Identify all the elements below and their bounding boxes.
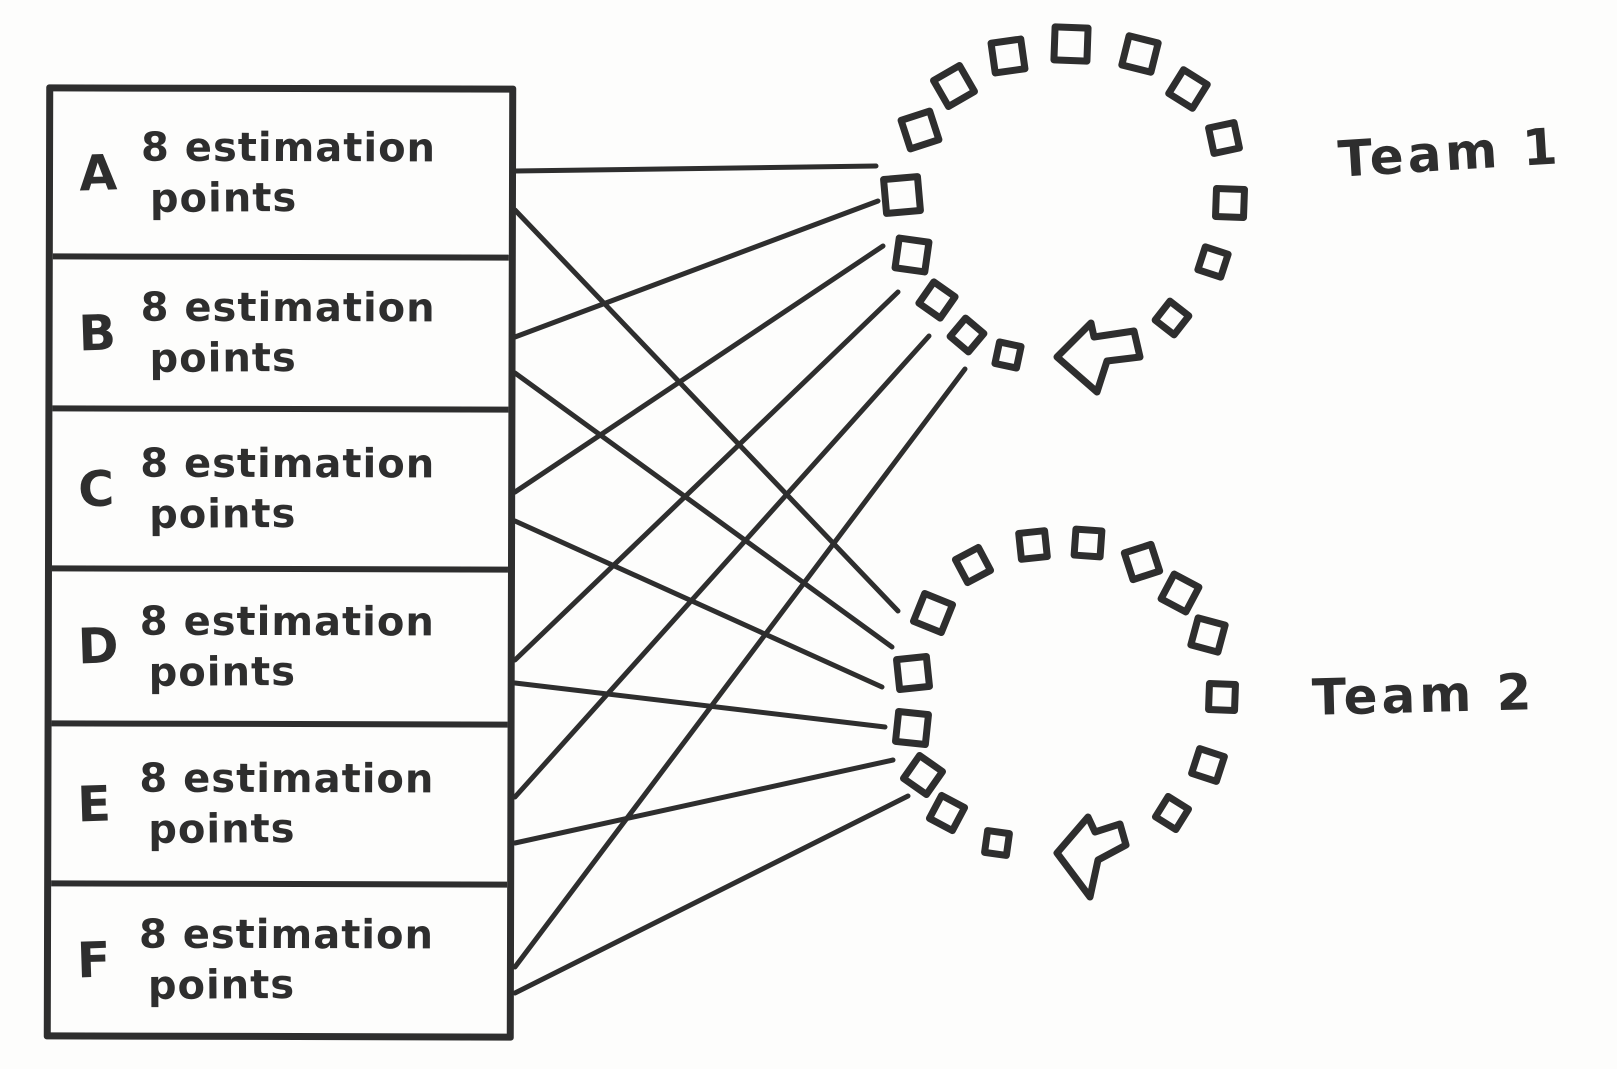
row-letter: E — [76, 774, 112, 834]
row-text-line1: 8 estimation — [141, 124, 437, 172]
team2-member-square — [1157, 570, 1203, 616]
connection-line — [512, 757, 896, 846]
team2-member-square — [1188, 745, 1228, 785]
team2-member-square — [1187, 614, 1229, 656]
connection-line — [512, 370, 895, 650]
team2-member-square — [1120, 540, 1164, 584]
row-text-line2: points — [147, 962, 296, 1009]
team1-member-square — [1050, 23, 1092, 65]
team2-member-square — [909, 589, 957, 637]
row-text-line1: 8 estimation — [139, 598, 435, 645]
team1-member-square — [946, 314, 988, 356]
team2-member-square — [1015, 527, 1051, 563]
connection-line — [512, 289, 901, 663]
team2-member-square — [981, 827, 1013, 859]
table-row: D 8 estimation points — [51, 571, 508, 728]
row-letter: B — [77, 303, 117, 363]
team2-rotation-arrow-icon — [1053, 813, 1130, 901]
team2-member-square — [892, 708, 932, 748]
row-text-line1: 8 estimation — [140, 440, 436, 488]
team2-member-square — [1070, 525, 1106, 561]
table-row: E 8 estimation points — [51, 726, 508, 888]
team2-label: Team 2 — [1311, 663, 1537, 727]
team1-member-square — [987, 35, 1029, 77]
row-letter: C — [77, 459, 116, 519]
row-text: 8 estimation points — [139, 754, 434, 855]
team2-member-square — [951, 543, 995, 587]
connection-line — [512, 163, 879, 174]
row-text-line2: points — [148, 806, 296, 853]
connection-line — [512, 243, 886, 495]
team1-member-square — [1212, 185, 1248, 221]
team1-member-square — [930, 62, 978, 110]
table-row: C 8 estimation points — [51, 411, 509, 573]
connection-line — [512, 333, 932, 800]
table-row: F 8 estimation points — [51, 886, 507, 1033]
table-row: A 8 estimation points — [52, 91, 510, 261]
team1-rotation-arrow-icon — [1053, 319, 1144, 396]
connection-line — [512, 366, 968, 970]
row-letter: F — [76, 930, 112, 990]
row-letter: A — [78, 143, 118, 203]
row-text-line2: points — [149, 175, 298, 222]
row-text-line1: 8 estimation — [139, 755, 435, 803]
team1-member-square — [991, 338, 1025, 372]
row-text-line1: 8 estimation — [140, 284, 436, 332]
row-text: 8 estimation points — [139, 910, 434, 1011]
backlog-table: A 8 estimation points B 8 estimation poi… — [43, 84, 517, 1041]
team1-member-square — [1165, 66, 1211, 112]
team1-member-square — [1205, 119, 1243, 157]
row-text: 8 estimation points — [140, 596, 435, 697]
team2-member-square — [925, 791, 969, 835]
team2-member-square — [900, 752, 946, 798]
row-text: 8 estimation points — [140, 283, 436, 384]
connection-line — [512, 518, 885, 690]
team1-member-square — [880, 173, 924, 217]
team1-member-square — [915, 278, 959, 322]
connection-line — [512, 793, 911, 996]
team1-member-square — [1151, 297, 1193, 339]
team1-member-square — [897, 107, 943, 153]
connection-line — [512, 680, 888, 730]
table-row: B 8 estimation points — [52, 259, 509, 413]
team1-member-square — [1194, 243, 1232, 281]
row-text-line2: points — [148, 648, 297, 696]
connection-line — [512, 198, 881, 340]
row-text: 8 estimation points — [140, 439, 435, 540]
team2-member-square — [893, 653, 933, 693]
connection-line — [512, 207, 901, 614]
row-letter: D — [76, 617, 120, 676]
team2-member-square — [1151, 792, 1193, 834]
row-text-line2: points — [148, 491, 297, 538]
row-text: 8 estimation points — [141, 123, 436, 224]
row-text-line1: 8 estimation — [138, 911, 435, 959]
row-text-line2: points — [149, 335, 297, 382]
team1-member-square — [891, 234, 933, 276]
team1-member-square — [1118, 32, 1162, 76]
team2-member-square — [1205, 680, 1239, 714]
